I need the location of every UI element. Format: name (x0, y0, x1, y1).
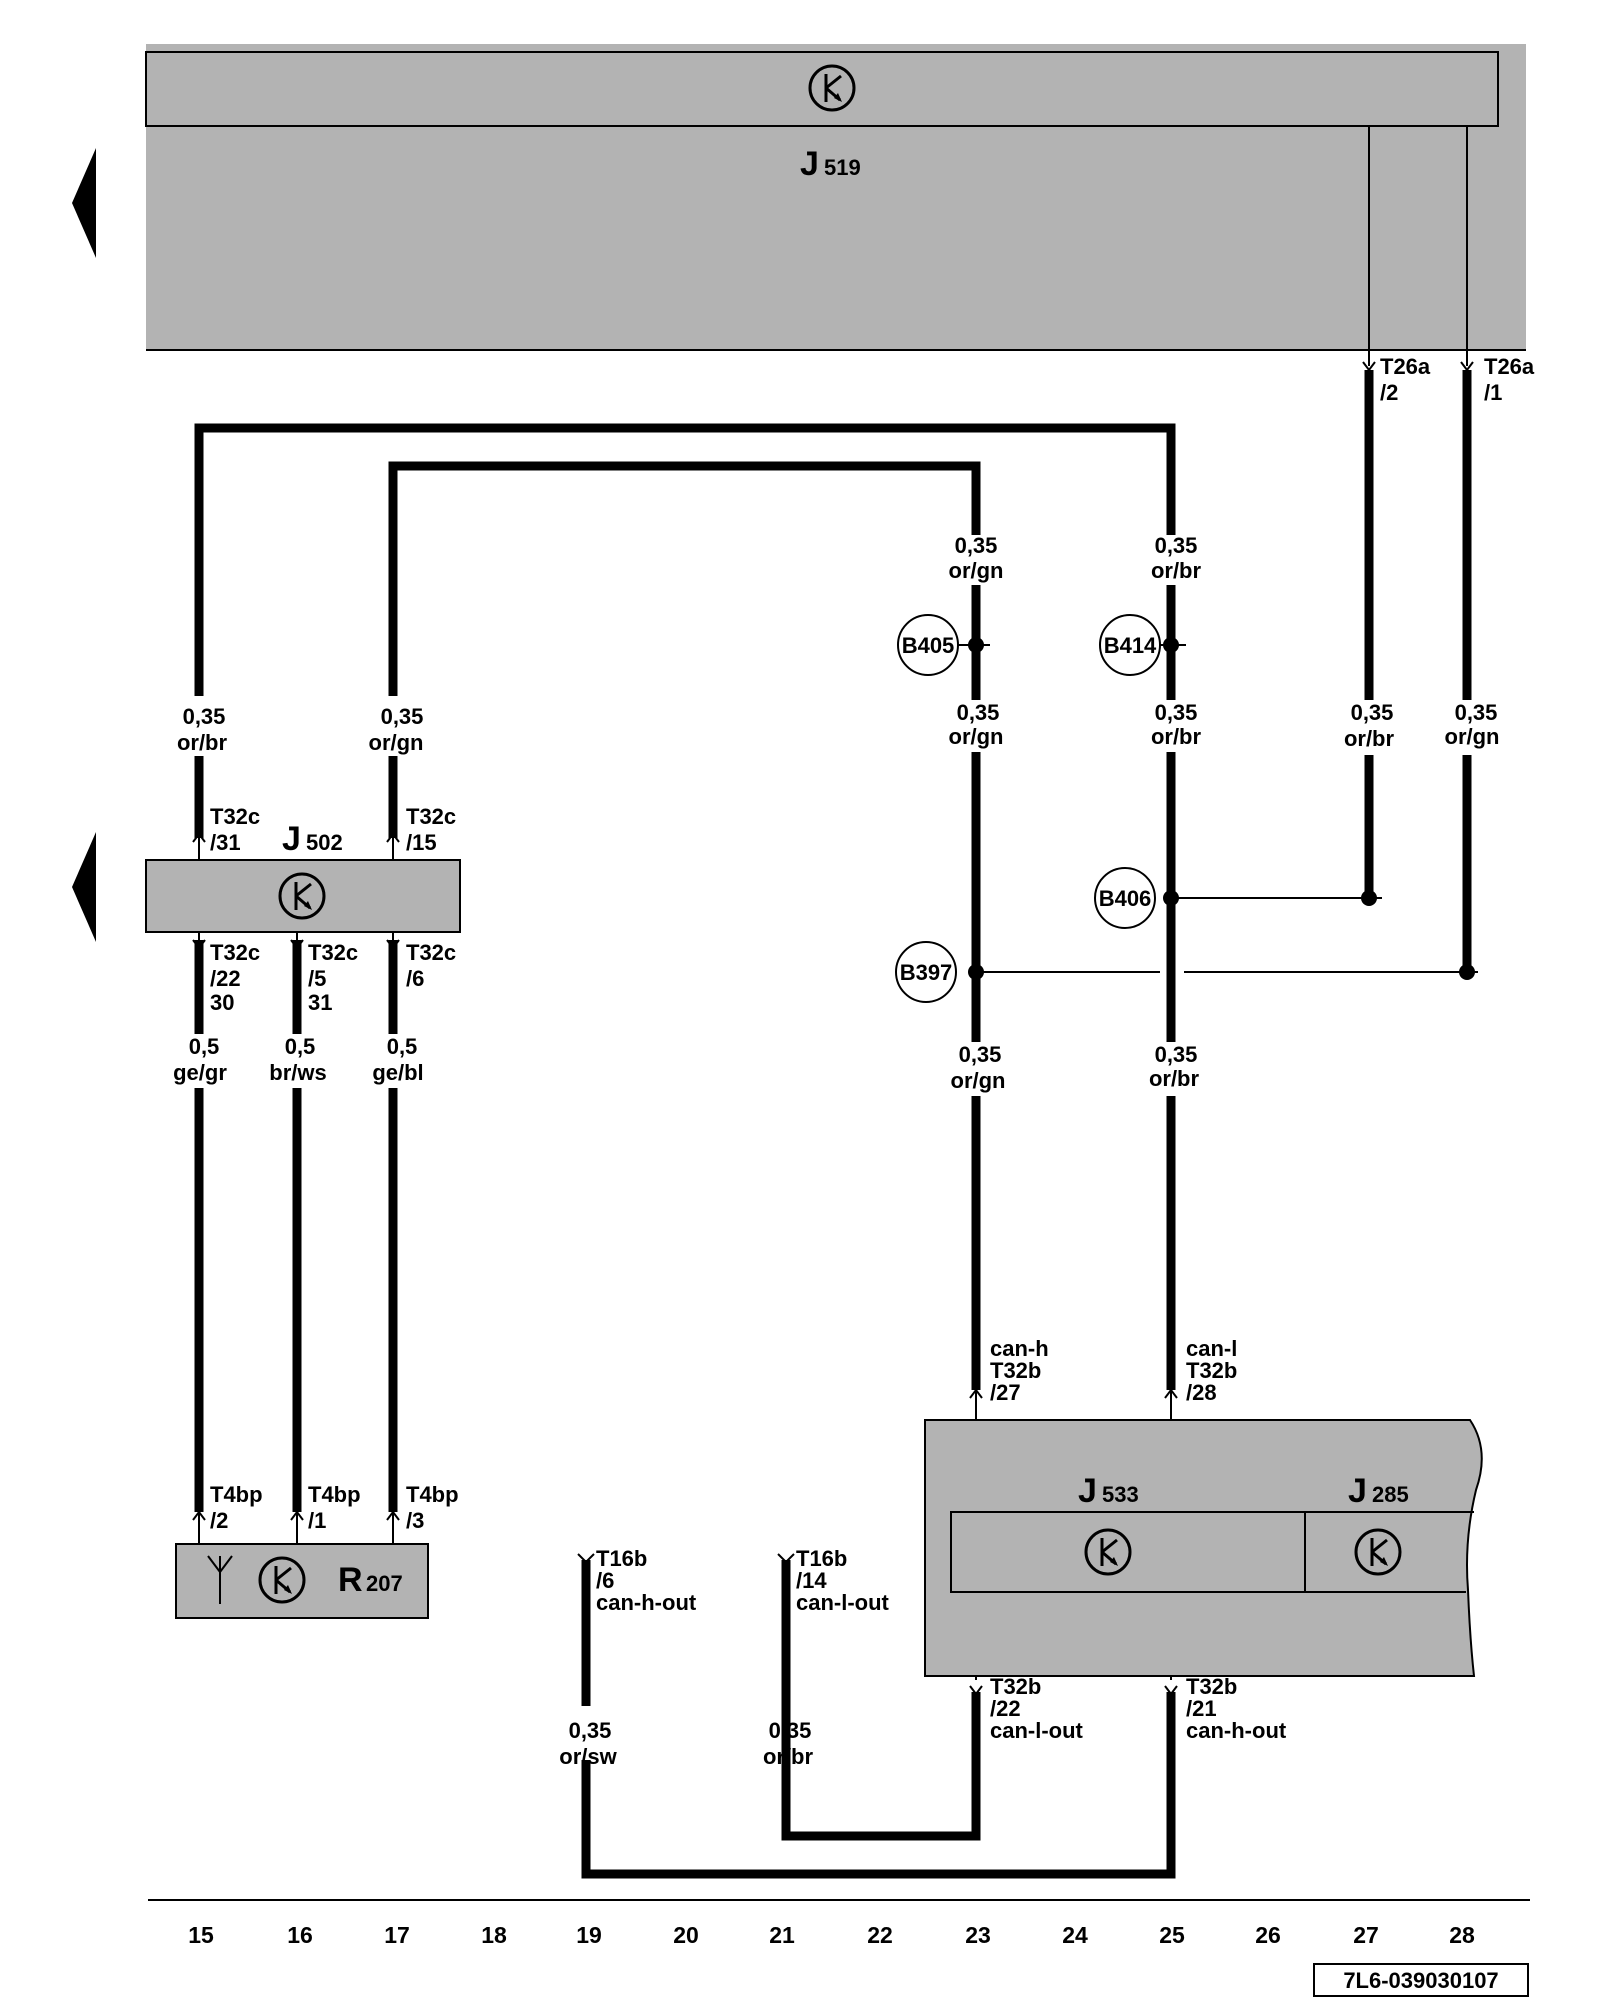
module-r207: R 207 (175, 1512, 429, 1619)
r207-number: 207 (366, 1571, 403, 1596)
column-number: 18 (481, 1922, 507, 1948)
connector-label: T4bp/3 (406, 1482, 459, 1533)
module-j502: J 502 (145, 820, 461, 940)
column-number: 25 (1159, 1922, 1185, 1948)
column-number: 15 (188, 1922, 214, 1948)
connector-label: T32c/31 (210, 804, 260, 855)
j519-number: 519 (824, 155, 861, 180)
junction-label: B414 (1104, 633, 1157, 658)
connector-label: T32c/15 (406, 804, 456, 855)
junction-b406: B406 (1094, 867, 1156, 929)
r207-letter: R (338, 1561, 363, 1599)
j502-number: 502 (306, 830, 343, 855)
junction-b397: B397 (895, 941, 957, 1003)
column-number: 23 (965, 1922, 991, 1948)
page-continuation-arrow-icon (72, 148, 96, 258)
connector-pin-arrows (192, 361, 1474, 1696)
control-unit-symbol-icon (1354, 1528, 1402, 1576)
control-unit-symbol-icon (808, 64, 856, 112)
control-unit-symbol-icon (1084, 1528, 1132, 1576)
junction-label: B397 (900, 960, 953, 985)
junction-label: B405 (902, 633, 955, 658)
j285-number: 285 (1372, 1482, 1409, 1507)
j502-letter: J (282, 820, 301, 858)
module-j519: J 519 (145, 44, 1526, 351)
j533-number: 533 (1102, 1482, 1139, 1507)
junction-dots (968, 637, 1475, 980)
page-continuation-arrow-icon (72, 832, 96, 942)
antenna-icon (207, 1555, 233, 1604)
j533-letter: J (1078, 1472, 1097, 1510)
junction-b405: B405 (897, 614, 990, 676)
column-number: 24 (1062, 1922, 1088, 1948)
diagram-code: 7L6-039030107 (1343, 1968, 1498, 1993)
connector-label: T4bp/2 (210, 1482, 263, 1533)
column-number: 19 (576, 1922, 602, 1948)
module-j533-j285: J 533 J 285 (924, 1419, 1483, 1677)
column-number: 27 (1353, 1922, 1379, 1948)
connector-label: T26a/1 (1484, 354, 1535, 405)
column-number: 17 (384, 1922, 410, 1948)
column-number: 28 (1449, 1922, 1475, 1948)
connector-label: T32c/6 (406, 940, 456, 991)
column-numbers: 15 16 17 18 19 20 21 22 23 24 25 26 27 2… (188, 1922, 1475, 1948)
column-number: 20 (673, 1922, 699, 1948)
j285-letter: J (1348, 1472, 1367, 1510)
column-number: 22 (867, 1922, 893, 1948)
column-number: 16 (287, 1922, 313, 1948)
connector-label: T4bp/1 (308, 1482, 361, 1533)
column-number: 21 (769, 1922, 795, 1948)
j519-letter: J (800, 145, 819, 183)
control-unit-symbol-icon (258, 1556, 306, 1604)
column-number: 26 (1255, 1922, 1281, 1948)
connector-label: T26a/2 (1380, 354, 1431, 405)
junction-label: B406 (1099, 886, 1152, 911)
control-unit-symbol-icon (278, 872, 326, 920)
diagram-code-box: 7L6-039030107 (1313, 1963, 1529, 1997)
junction-b414: B414 (1099, 614, 1186, 676)
